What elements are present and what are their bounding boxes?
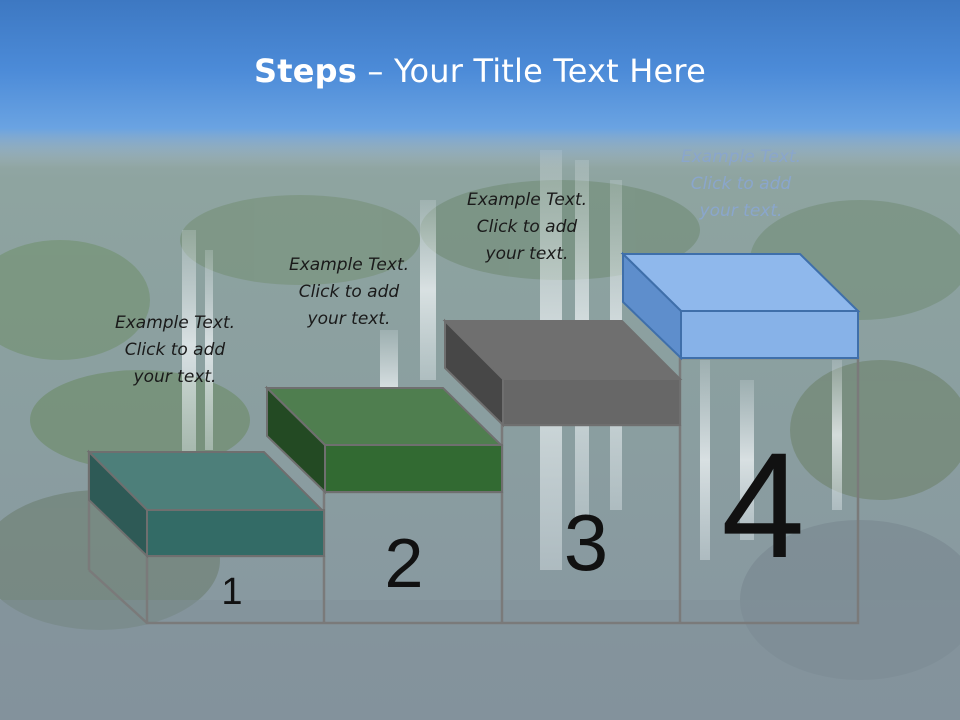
step-3-number: 3 — [564, 498, 609, 587]
step-4-text[interactable]: Example Text. Click to add your text. — [651, 144, 831, 225]
step-2-text[interactable]: Example Text. Click to add your text. — [259, 252, 439, 333]
step-2-block[interactable] — [264, 385, 504, 495]
step-4-text-line-2: Click to add — [690, 174, 792, 194]
step-3-text-line-2: Click to add — [476, 217, 578, 237]
step-2-text-line-3: your text. — [307, 309, 391, 329]
step-3-block[interactable] — [442, 318, 683, 428]
staircase-bottom-diagonal — [88, 569, 148, 624]
step-3-text-line-3: your text. — [485, 244, 569, 264]
step-4-block[interactable] — [620, 251, 861, 361]
slide-title-bold: Steps — [254, 52, 358, 90]
step-1-text-line-1: Example Text. — [114, 313, 236, 333]
step-4-text-line-3: your text. — [699, 201, 783, 221]
step-4-text-line-1: Example Text. — [680, 147, 802, 167]
slide-title-rest: – Your Title Text Here — [357, 52, 706, 90]
slide-title[interactable]: Steps – Your Title Text Here — [0, 52, 960, 90]
step-1-number: 1 — [221, 571, 242, 613]
step-1-text-line-2: Click to add — [124, 340, 226, 360]
step-1-text-line-3: your text. — [133, 367, 217, 387]
step-3-text-line-1: Example Text. — [466, 190, 588, 210]
step-4-number: 4 — [721, 421, 804, 589]
step-2-number: 2 — [385, 524, 424, 602]
step-2-text-line-2: Click to add — [298, 282, 400, 302]
step-3-text[interactable]: Example Text. Click to add your text. — [437, 187, 617, 268]
step-2-text-line-1: Example Text. — [288, 255, 410, 275]
step-1-block[interactable] — [86, 449, 325, 559]
step-1-text[interactable]: Example Text. Click to add your text. — [85, 310, 265, 391]
